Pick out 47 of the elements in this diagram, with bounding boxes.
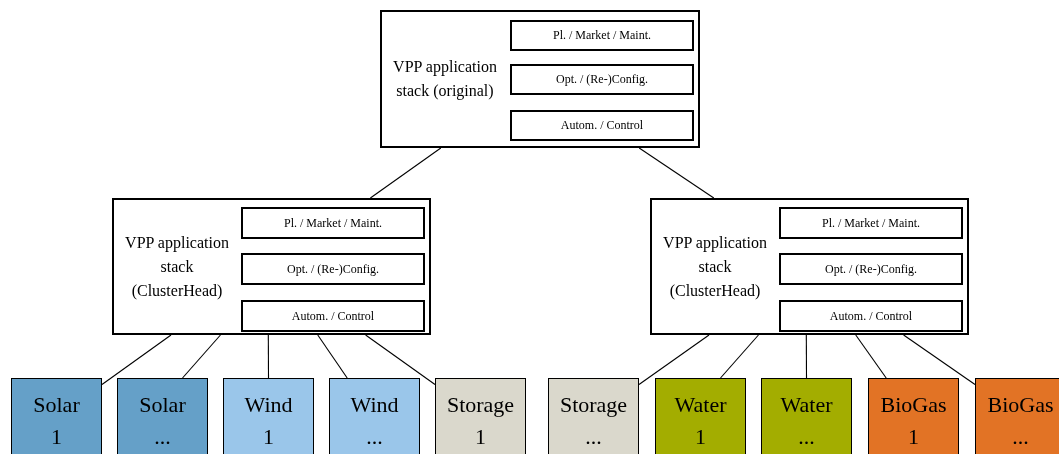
source-label: Wind ...: [349, 391, 400, 451]
stack-box: [112, 198, 431, 335]
layer-box: Autom. / Control: [779, 300, 963, 332]
connector-line: [267, 334, 270, 379]
connector-line: [719, 334, 759, 379]
layer-box: Pl. / Market / Maint.: [510, 20, 694, 51]
energy-source-box: [223, 378, 314, 454]
layer-box: Pl. / Market / Maint.: [779, 207, 963, 239]
energy-source-box: [975, 378, 1059, 454]
stack-title: VPP application stack (ClusterHead): [662, 232, 768, 302]
connector-line: [365, 334, 436, 385]
source-label: Water ...: [779, 391, 834, 451]
energy-source-box: [868, 378, 959, 454]
source-label: BioGas ...: [986, 391, 1055, 451]
source-label: Solar ...: [138, 391, 187, 451]
connector-line: [638, 147, 715, 199]
connector-line: [638, 334, 710, 385]
layer-box: Opt. / (Re-)Config.: [779, 253, 963, 285]
energy-source-box: [329, 378, 420, 454]
stack-box: [650, 198, 969, 335]
stack-box: [380, 10, 700, 148]
stack-title: VPP application stack (original): [392, 57, 498, 102]
energy-source-box: [548, 378, 639, 454]
source-label: BioGas 1: [879, 391, 948, 451]
energy-source-box: [117, 378, 208, 454]
layer-box: Opt. / (Re-)Config.: [241, 253, 425, 285]
stack-title: VPP application stack (ClusterHead): [124, 232, 230, 302]
connector-line: [903, 334, 976, 385]
source-label: Storage 1: [445, 391, 516, 451]
connector-line: [317, 334, 348, 379]
layer-box: Pl. / Market / Maint.: [241, 207, 425, 239]
source-label: Wind 1: [243, 391, 294, 451]
source-label: Solar 1: [32, 391, 81, 451]
source-label: Storage ...: [558, 391, 629, 451]
energy-source-box: [11, 378, 102, 454]
energy-source-box: [435, 378, 526, 454]
source-label: Water 1: [673, 391, 728, 451]
energy-source-box: [761, 378, 852, 454]
layer-box: Autom. / Control: [510, 110, 694, 141]
connector-line: [181, 334, 221, 379]
energy-source-box: [655, 378, 746, 454]
connector-line: [805, 334, 808, 379]
layer-box: Opt. / (Re-)Config.: [510, 64, 694, 95]
connector-line: [101, 334, 172, 385]
layer-box: Autom. / Control: [241, 300, 425, 332]
connector-line: [855, 334, 887, 379]
connector-line: [369, 147, 442, 199]
